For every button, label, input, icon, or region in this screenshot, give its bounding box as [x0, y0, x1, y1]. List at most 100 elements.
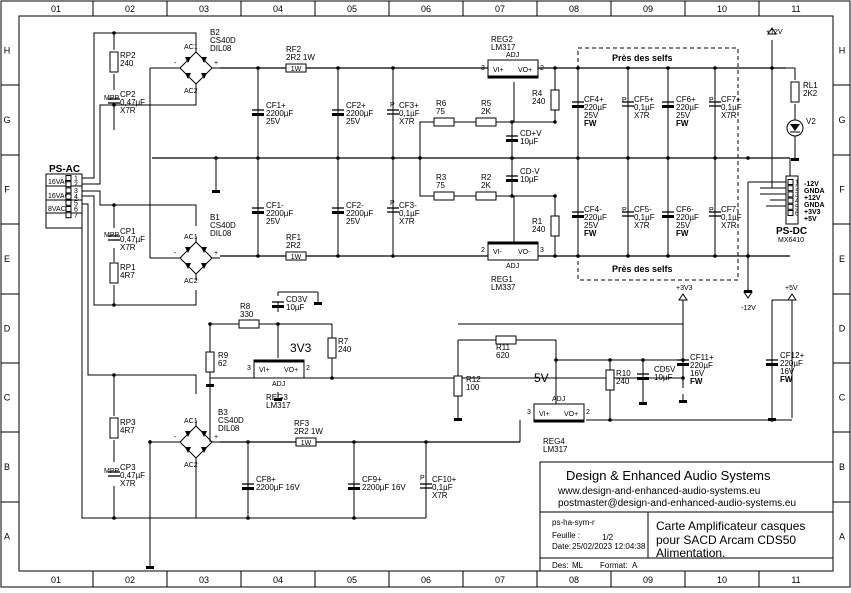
resistor-ref: R9	[218, 351, 229, 360]
resistor-body	[109, 417, 119, 439]
ps-ac-pin-number: 3	[74, 188, 78, 195]
regulator-vo: VO+	[564, 411, 578, 418]
regulator-adj: ADJ	[506, 263, 519, 270]
ps-dc-pin-number: 2	[795, 186, 799, 193]
description-line-3: Alimentation.	[656, 546, 725, 560]
junction-dot	[510, 156, 514, 160]
resistor-rating: 1W	[291, 254, 302, 261]
regulator-pin: 3	[540, 247, 544, 254]
capacitor-val: 220µF	[780, 359, 803, 368]
column-marker-top: 08	[569, 4, 579, 14]
resistor-body	[109, 51, 119, 73]
row-marker-right: G	[838, 115, 845, 125]
cap-plate-polar	[572, 105, 584, 108]
resistor-body	[453, 375, 463, 397]
row-marker-left: C	[4, 393, 11, 403]
capacitor-ref: CF3-	[399, 201, 417, 210]
resistor-body	[109, 262, 119, 284]
v33-label: 3V3	[290, 341, 312, 355]
junction-dot	[770, 418, 774, 422]
ps-ac-pin-number: 7	[74, 213, 78, 220]
capacitor-ref: CD-V	[520, 167, 540, 176]
bridge-pin-ac2: AC2	[184, 278, 198, 285]
cap-plate-polar	[572, 215, 584, 218]
bridge-ref: B1	[210, 213, 220, 222]
capacitor-ref: CF5+	[634, 95, 654, 104]
column-marker-top: 11	[791, 4, 800, 14]
capacitor-val: 10µF	[286, 303, 305, 312]
junction-dot	[553, 120, 557, 124]
column-marker-top: 07	[495, 4, 505, 14]
ps-ac-pin	[65, 212, 72, 219]
capacitor-ref: CF12+	[780, 351, 805, 360]
ground-bar	[454, 418, 462, 421]
ps-dc-pin-label: GNDA	[804, 188, 825, 195]
ps-dc-pin-label: -12V	[804, 181, 819, 188]
resistor-value: 100	[466, 383, 480, 392]
junction-dot	[330, 376, 334, 380]
near-selfs-box: Près des selfs Près des selfs	[577, 47, 739, 281]
ground-bar	[791, 158, 799, 161]
ps-dc-pin	[787, 191, 794, 198]
junction-dot	[666, 254, 670, 258]
capacitor-val: 0,1µF	[721, 103, 742, 112]
row-marker-right: B	[839, 462, 845, 472]
ground-bar	[679, 400, 687, 403]
resistor-body	[205, 351, 215, 373]
junction-dot	[666, 156, 670, 160]
column-marker-top: 02	[125, 4, 135, 14]
resistor-body	[790, 81, 800, 103]
row-marker-left: A	[4, 532, 10, 542]
capacitor-ref: CD+V	[520, 129, 542, 138]
capacitor-ref: CP3	[120, 463, 136, 472]
capacitor-volt: 25V	[266, 217, 281, 226]
junction-dot	[713, 66, 717, 70]
ground-icon	[146, 560, 154, 569]
row-marker-left: B	[4, 462, 10, 472]
junction-dot	[336, 156, 340, 160]
ps-dc-pin	[787, 197, 794, 204]
resistor-value: 240	[532, 97, 546, 106]
column-marker-top: 04	[273, 4, 283, 14]
resistor-value: 62	[218, 359, 227, 368]
column-marker-top: 09	[643, 4, 653, 14]
capacitor-volt: 25V	[266, 117, 281, 126]
junction-dot	[276, 322, 280, 326]
capacitor-val: 220µF	[676, 103, 699, 112]
capacitor-fw: FW	[676, 119, 689, 128]
bridge-pin-ac1: AC1	[184, 44, 198, 51]
resistor-value: 4R7	[120, 271, 135, 280]
mpp-label: MPP	[104, 468, 120, 475]
capacitor-ref: CF7+	[721, 95, 741, 104]
mpp-label: MPP	[104, 232, 120, 239]
ground-bar	[212, 190, 220, 193]
capacitor-ref: CF4+	[584, 95, 604, 104]
junction-dot	[352, 516, 356, 520]
diode-icon	[201, 247, 207, 253]
ps-ac-pin-number: 6	[74, 207, 78, 214]
junction-dot	[666, 66, 670, 70]
resistor-value: 75	[436, 181, 445, 190]
junction-dot	[681, 376, 685, 380]
near-selfs-label-bottom: Près des selfs	[612, 264, 673, 274]
capacitor-ref: CF10+	[432, 475, 457, 484]
capacitor-val: 10µF	[520, 175, 539, 184]
capacitor-ref: CF9+	[362, 475, 382, 484]
row-marker-right: D	[839, 324, 846, 334]
junction-dot	[641, 358, 645, 362]
ps-dc-pin	[787, 203, 794, 210]
capacitor-ref: CF6-	[676, 205, 694, 214]
